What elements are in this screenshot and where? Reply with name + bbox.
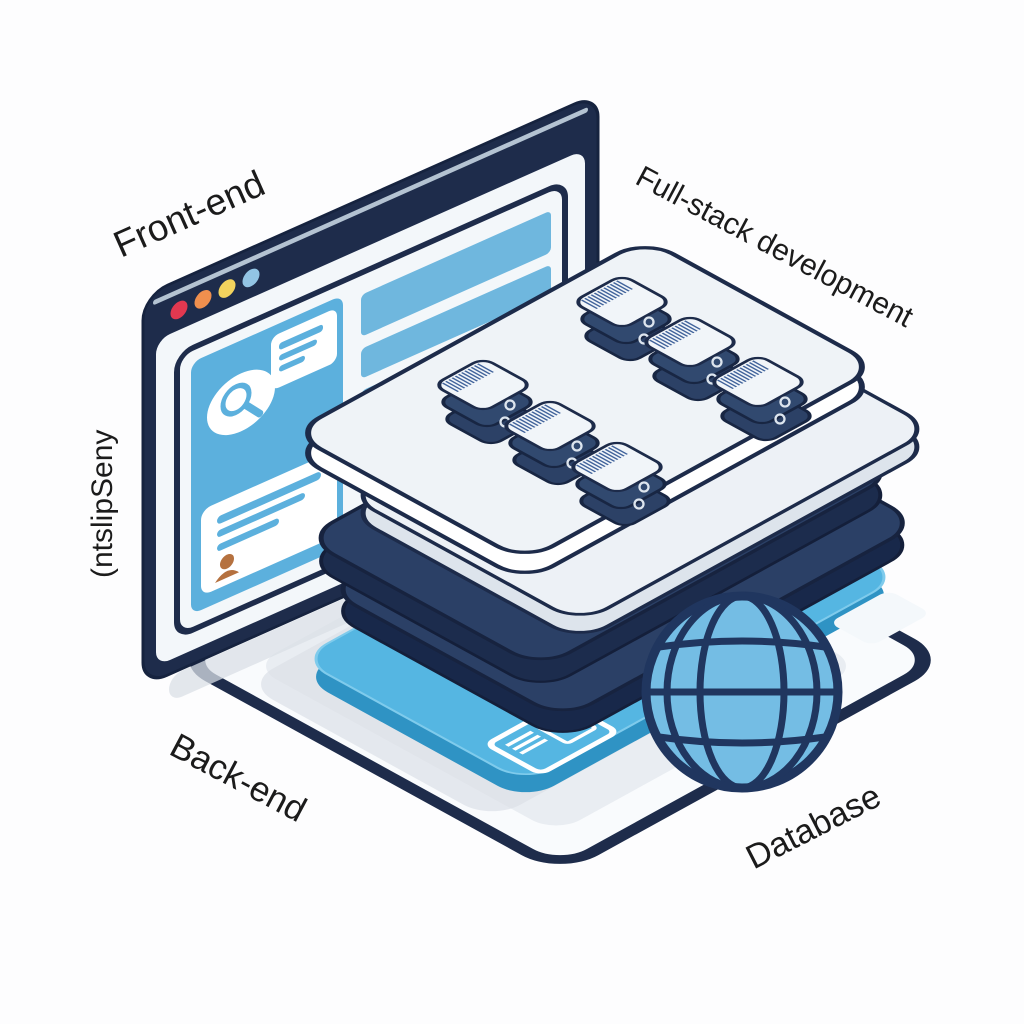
content-bar — [361, 212, 551, 336]
search-icon — [207, 369, 275, 436]
user-icon — [215, 553, 239, 583]
content-bar — [361, 266, 551, 378]
card-shape — [834, 592, 926, 644]
traffic-light-red-icon — [170, 300, 188, 320]
traffic-light-yellow-icon — [218, 279, 236, 298]
side-vertical-label: (ntslipSeny — [86, 429, 119, 578]
traffic-light-orange-icon — [194, 289, 212, 309]
profile-card — [201, 453, 337, 593]
text-card — [271, 310, 337, 389]
frame-highlight — [153, 107, 588, 305]
traffic-light-blue-icon — [242, 268, 260, 288]
globe-icon — [641, 591, 843, 793]
